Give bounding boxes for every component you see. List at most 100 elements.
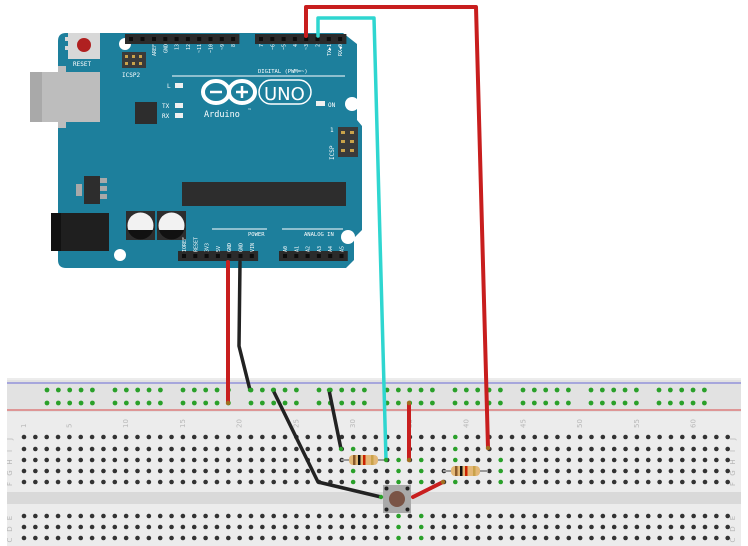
- breadboard-hole[interactable]: [509, 434, 515, 440]
- breadboard-hole[interactable]: [44, 446, 49, 452]
- breadboard-hole[interactable]: [260, 535, 265, 541]
- breadboard-hole[interactable]: [362, 446, 367, 452]
- breadboard-hole[interactable]: [33, 446, 38, 452]
- breadboard-hole[interactable]: [169, 524, 174, 530]
- breadboard-hole[interactable]: [714, 457, 719, 463]
- breadboard-hole[interactable]: [725, 446, 730, 452]
- breadboard-hole[interactable]: [453, 479, 458, 485]
- breadboard-hole[interactable]: [725, 513, 730, 519]
- breadboard-hole[interactable]: [294, 524, 299, 530]
- breadboard-hole[interactable]: [657, 468, 662, 474]
- breadboard-hole[interactable]: [112, 535, 118, 541]
- breadboard-hole[interactable]: [237, 524, 242, 530]
- breadboard-hole[interactable]: [464, 446, 469, 452]
- rail-hole[interactable]: [55, 387, 61, 393]
- wire-gnd-to-button[interactable]: [271, 388, 383, 499]
- wire-gnd-to-rail[interactable]: [237, 260, 252, 392]
- breadboard-hole[interactable]: [521, 513, 526, 519]
- breadboard-hole[interactable]: [532, 513, 538, 519]
- breadboard-hole[interactable]: [21, 513, 27, 519]
- breadboard-hole[interactable]: [521, 457, 526, 463]
- breadboard-hole[interactable]: [89, 468, 95, 474]
- breadboard-hole[interactable]: [589, 457, 594, 463]
- rail-hole[interactable]: [520, 400, 526, 406]
- breadboard-hole[interactable]: [407, 535, 413, 541]
- header-pin[interactable]: [259, 37, 263, 41]
- breadboard-hole[interactable]: [589, 513, 594, 519]
- breadboard-hole[interactable]: [645, 535, 651, 541]
- breadboard-hole[interactable]: [135, 446, 140, 452]
- rail-hole[interactable]: [599, 400, 605, 406]
- breadboard-hole[interactable]: [89, 434, 95, 440]
- breadboard-hole[interactable]: [430, 434, 435, 440]
- breadboard-hole[interactable]: [441, 446, 447, 452]
- breadboard-hole[interactable]: [260, 434, 265, 440]
- breadboard-hole[interactable]: [645, 457, 651, 463]
- rail-hole[interactable]: [112, 400, 118, 406]
- breadboard-hole[interactable]: [55, 513, 61, 519]
- breadboard-hole[interactable]: [237, 479, 242, 485]
- rail-hole[interactable]: [259, 387, 265, 393]
- breadboard-hole[interactable]: [384, 535, 390, 541]
- rail-hole[interactable]: [554, 400, 560, 406]
- breadboard-hole[interactable]: [214, 446, 220, 452]
- breadboard-hole[interactable]: [521, 468, 526, 474]
- breadboard-hole[interactable]: [305, 513, 311, 519]
- breadboard-hole[interactable]: [123, 457, 129, 463]
- rail-hole[interactable]: [362, 387, 367, 393]
- breadboard-hole[interactable]: [21, 434, 27, 440]
- breadboard-hole[interactable]: [657, 446, 662, 452]
- breadboard-hole[interactable]: [305, 535, 311, 541]
- breadboard-hole[interactable]: [645, 434, 651, 440]
- breadboard-hole[interactable]: [55, 479, 61, 485]
- breadboard-hole[interactable]: [78, 524, 84, 530]
- breadboard-hole[interactable]: [146, 535, 152, 541]
- breadboard-hole[interactable]: [203, 457, 208, 463]
- breadboard-hole[interactable]: [44, 468, 49, 474]
- breadboard-hole[interactable]: [566, 524, 572, 530]
- breadboard-hole[interactable]: [577, 479, 583, 485]
- rail-hole[interactable]: [135, 387, 141, 393]
- breadboard-hole[interactable]: [645, 513, 651, 519]
- breadboard-hole[interactable]: [214, 457, 220, 463]
- breadboard-hole[interactable]: [226, 513, 231, 519]
- breadboard-hole[interactable]: [237, 457, 242, 463]
- breadboard-hole[interactable]: [260, 468, 265, 474]
- breadboard-hole[interactable]: [623, 524, 628, 530]
- breadboard-hole[interactable]: [67, 479, 72, 485]
- breadboard-hole[interactable]: [657, 434, 662, 440]
- breadboard-hole[interactable]: [214, 513, 220, 519]
- breadboard-hole[interactable]: [498, 513, 504, 519]
- breadboard-hole[interactable]: [725, 524, 730, 530]
- resistor-2[interactable]: [443, 466, 488, 476]
- breadboard-hole[interactable]: [691, 479, 696, 485]
- rail-hole[interactable]: [634, 387, 639, 393]
- breadboard-hole[interactable]: [396, 446, 401, 452]
- breadboard-hole[interactable]: [305, 468, 311, 474]
- rail-hole[interactable]: [395, 400, 401, 406]
- pushbutton[interactable]: [383, 485, 411, 513]
- breadboard-hole[interactable]: [668, 479, 674, 485]
- breadboard-hole[interactable]: [282, 468, 288, 474]
- rail-hole[interactable]: [67, 387, 73, 393]
- breadboard-hole[interactable]: [566, 479, 572, 485]
- breadboard-hole[interactable]: [714, 446, 719, 452]
- breadboard-hole[interactable]: [418, 457, 424, 463]
- breadboard-hole[interactable]: [282, 446, 288, 452]
- breadboard-hole[interactable]: [123, 468, 129, 474]
- breadboard-hole[interactable]: [623, 513, 628, 519]
- breadboard-hole[interactable]: [714, 434, 719, 440]
- breadboard-hole[interactable]: [555, 468, 560, 474]
- breadboard-hole[interactable]: [634, 513, 640, 519]
- breadboard-hole[interactable]: [123, 524, 129, 530]
- breadboard-hole[interactable]: [600, 468, 606, 474]
- breadboard-hole[interactable]: [123, 535, 129, 541]
- rail-hole[interactable]: [588, 400, 594, 406]
- rail-hole[interactable]: [362, 400, 367, 406]
- breadboard-hole[interactable]: [657, 535, 662, 541]
- breadboard-hole[interactable]: [509, 457, 515, 463]
- breadboard-hole[interactable]: [702, 468, 708, 474]
- breadboard-hole[interactable]: [44, 513, 49, 519]
- breadboard-hole[interactable]: [191, 524, 197, 530]
- breadboard-hole[interactable]: [589, 535, 594, 541]
